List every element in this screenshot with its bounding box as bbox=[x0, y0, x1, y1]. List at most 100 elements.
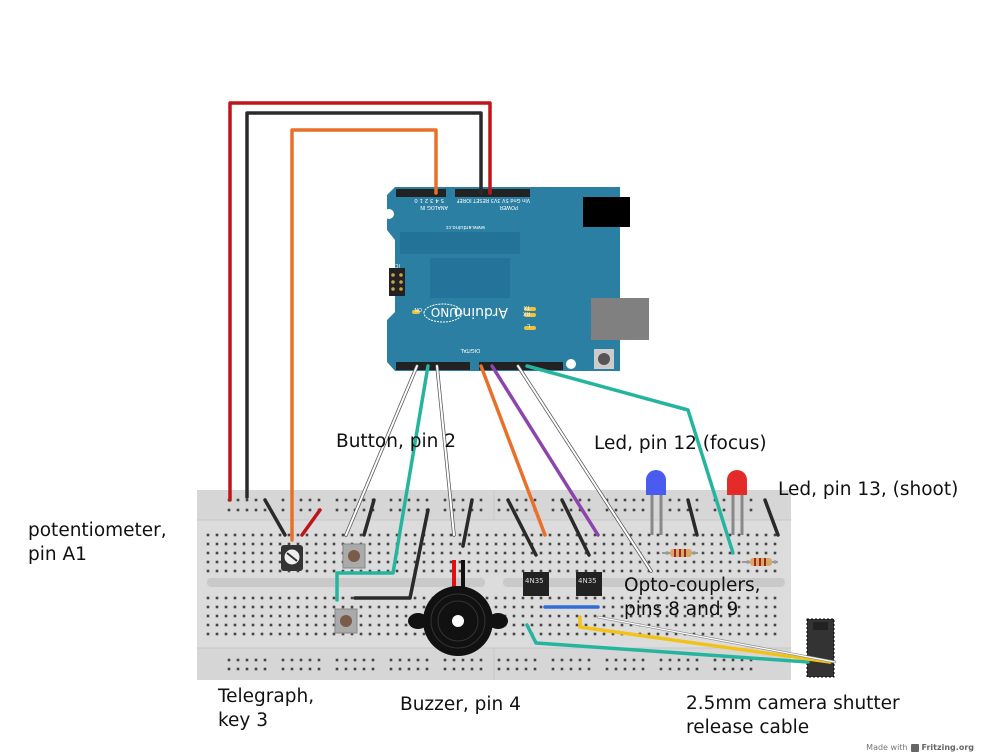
breadboard-hole bbox=[629, 533, 633, 537]
breadboard-hole bbox=[674, 542, 678, 546]
breadboard-hole bbox=[251, 542, 255, 546]
breadboard-hole bbox=[389, 658, 393, 662]
breadboard-hole bbox=[584, 551, 588, 555]
breadboard-hole bbox=[602, 569, 606, 573]
breadboard-hole bbox=[233, 551, 237, 555]
breadboard-hole bbox=[647, 614, 651, 618]
breadboard-hole bbox=[521, 623, 525, 627]
svg-text:RX: RX bbox=[523, 310, 530, 316]
breadboard-hole bbox=[467, 569, 471, 573]
breadboard-hole bbox=[674, 569, 678, 573]
breadboard-hole bbox=[656, 605, 660, 609]
breadboard-hole bbox=[713, 508, 717, 512]
breadboard-hole bbox=[638, 560, 642, 564]
breadboard-hole bbox=[449, 533, 453, 537]
breadboard-hole bbox=[413, 533, 417, 537]
breadboard-hole bbox=[497, 498, 501, 502]
breadboard-hole bbox=[371, 658, 375, 662]
breadboard-hole bbox=[602, 560, 606, 564]
breadboard-hole bbox=[737, 551, 741, 555]
breadboard-hole bbox=[638, 533, 642, 537]
breadboard-hole bbox=[737, 605, 741, 609]
breadboard-hole bbox=[332, 605, 336, 609]
breadboard-hole bbox=[602, 605, 606, 609]
breadboard-hole bbox=[314, 623, 318, 627]
breadboard-hole bbox=[296, 533, 300, 537]
breadboard-hole bbox=[551, 667, 555, 671]
breadboard-hole bbox=[386, 551, 390, 555]
breadboard-hole bbox=[614, 508, 618, 512]
breadboard-hole bbox=[773, 533, 777, 537]
svg-text:www.arduino.cc: www.arduino.cc bbox=[445, 224, 485, 230]
breadboard-hole bbox=[332, 614, 336, 618]
breadboard-hole bbox=[368, 551, 372, 555]
breadboard-hole bbox=[701, 596, 705, 600]
breadboard-hole bbox=[521, 533, 525, 537]
breadboard-hole bbox=[386, 542, 390, 546]
breadboard-hole bbox=[377, 560, 381, 564]
breadboard-hole bbox=[638, 542, 642, 546]
breadboard-hole bbox=[764, 533, 768, 537]
digital-header-low bbox=[396, 362, 470, 370]
breadboard-hole bbox=[701, 623, 705, 627]
breadboard-hole bbox=[251, 614, 255, 618]
breadboard-hole bbox=[701, 560, 705, 564]
breadboard-hole bbox=[359, 623, 363, 627]
breadboard-hole bbox=[593, 560, 597, 564]
breadboard-hole bbox=[296, 614, 300, 618]
breadboard-hole bbox=[233, 605, 237, 609]
breadboard-hole bbox=[236, 508, 240, 512]
breadboard-hole bbox=[695, 498, 699, 502]
breadboard-hole bbox=[539, 614, 543, 618]
breadboard-hole bbox=[638, 596, 642, 600]
breadboard-hole bbox=[305, 605, 309, 609]
breadboard-hole bbox=[458, 533, 462, 537]
wire-orange-pin8 bbox=[479, 364, 547, 537]
breadboard-hole bbox=[530, 596, 534, 600]
breadboard-hole bbox=[665, 623, 669, 627]
breadboard-hole bbox=[461, 667, 465, 671]
svg-text:ICSP: ICSP bbox=[389, 262, 400, 268]
breadboard-hole bbox=[476, 542, 480, 546]
breadboard-hole bbox=[215, 632, 219, 636]
potentiometer bbox=[281, 545, 303, 571]
breadboard-hole bbox=[413, 551, 417, 555]
breadboard-hole bbox=[683, 614, 687, 618]
breadboard-hole bbox=[773, 632, 777, 636]
breadboard-hole bbox=[242, 542, 246, 546]
breadboard-hole bbox=[620, 605, 624, 609]
breadboard-hole bbox=[296, 596, 300, 600]
breadboard-hole bbox=[593, 551, 597, 555]
breadboard-hole bbox=[692, 533, 696, 537]
breadboard-hole bbox=[341, 596, 345, 600]
breadboard-hole bbox=[386, 605, 390, 609]
breadboard-hole bbox=[251, 632, 255, 636]
breadboard-hole bbox=[602, 623, 606, 627]
breadboard-hole bbox=[242, 560, 246, 564]
optocoupler-2: 4N35 bbox=[576, 572, 602, 596]
breadboard-hole bbox=[305, 560, 309, 564]
breadboard-hole bbox=[731, 658, 735, 662]
breadboard-hole bbox=[593, 623, 597, 627]
breadboard-hole bbox=[269, 605, 273, 609]
breadboard-hole bbox=[395, 623, 399, 627]
breadboard-hole bbox=[353, 667, 357, 671]
breadboard-hole bbox=[677, 498, 681, 502]
breadboard-hole bbox=[575, 542, 579, 546]
breadboard-hole bbox=[611, 623, 615, 627]
breadboard-hole bbox=[515, 498, 519, 502]
breadboard-hole bbox=[287, 614, 291, 618]
breadboard-hole bbox=[425, 498, 429, 502]
breadboard-hole bbox=[530, 551, 534, 555]
svg-text:TX: TX bbox=[523, 304, 531, 310]
breadboard-hole bbox=[206, 596, 210, 600]
breadboard-hole bbox=[575, 614, 579, 618]
breadboard-hole bbox=[314, 632, 318, 636]
breadboard-hole bbox=[710, 605, 714, 609]
breadboard-hole bbox=[407, 498, 411, 502]
breadboard-hole bbox=[737, 533, 741, 537]
breadboard-hole bbox=[323, 623, 327, 627]
breadboard-hole bbox=[665, 560, 669, 564]
breadboard-hole bbox=[728, 614, 732, 618]
breadboard-hole bbox=[461, 498, 465, 502]
